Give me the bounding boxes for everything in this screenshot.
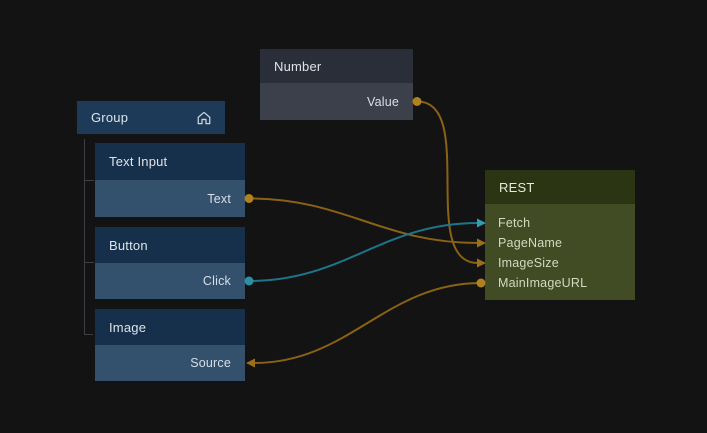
node-button[interactable]: Button Click	[95, 227, 245, 299]
port-source-label: Source	[190, 356, 231, 370]
wire-port-click-to-port-fetch[interactable]	[248, 222, 479, 282]
group-child-tick-image	[85, 334, 93, 335]
group-child-tick-button	[85, 262, 94, 263]
node-button-header[interactable]: Button	[95, 227, 245, 263]
node-group[interactable]: Group	[77, 101, 225, 134]
node-image-header[interactable]: Image	[95, 309, 245, 345]
port-imagesize[interactable]: ImageSize	[485, 253, 635, 273]
port-mainimageurl-label: MainImageURL	[498, 276, 588, 290]
node-number-header[interactable]: Number	[260, 49, 413, 83]
node-rest-title: REST	[499, 179, 535, 195]
port-source[interactable]: Source	[95, 345, 245, 381]
node-rest[interactable]: REST Fetch PageName ImageSize MainImageU…	[485, 170, 635, 300]
port-value[interactable]: Value	[260, 83, 413, 120]
node-image-title: Image	[109, 319, 147, 335]
port-click-label: Click	[202, 274, 231, 288]
port-fetch[interactable]: Fetch	[485, 213, 635, 233]
node-button-title: Button	[109, 237, 148, 253]
port-mainimageurl[interactable]: MainImageURL	[485, 273, 635, 293]
input-arrow-port-source	[246, 358, 255, 368]
node-image[interactable]: Image Source	[95, 309, 245, 381]
node-rest-header[interactable]: REST	[485, 170, 635, 204]
port-value-label: Value	[366, 94, 399, 109]
output-dot-port-text[interactable]	[244, 194, 254, 203]
group-child-tick-text-input	[85, 180, 94, 181]
port-click[interactable]: Click	[95, 263, 245, 299]
node-text-input-header[interactable]: Text Input	[95, 143, 245, 180]
group-children-connector-line	[84, 139, 85, 335]
output-dot-port-value[interactable]	[412, 97, 422, 106]
node-rest-body: Fetch PageName ImageSize MainImageURL	[485, 204, 635, 300]
port-imagesize-label: ImageSize	[498, 256, 559, 270]
port-text-label: Text	[207, 191, 231, 206]
port-pagename[interactable]: PageName	[485, 233, 635, 253]
node-text-input[interactable]: Text Input Text	[95, 143, 245, 217]
wire-port-value-to-port-imagesize[interactable]	[416, 100, 479, 264]
port-text[interactable]: Text	[95, 180, 245, 217]
node-group-header[interactable]: Group	[77, 101, 225, 134]
node-group-title: Group	[91, 110, 129, 125]
output-dot-port-click[interactable]	[244, 276, 254, 286]
node-number[interactable]: Number Value	[260, 49, 413, 120]
wire-port-mainimageurl-to-port-source[interactable]	[253, 282, 482, 364]
port-fetch-label: Fetch	[498, 216, 531, 230]
node-number-title: Number	[274, 58, 322, 74]
wire-port-text-to-port-pagename[interactable]	[248, 197, 479, 244]
home-icon	[195, 109, 213, 127]
node-text-input-title: Text Input	[109, 154, 168, 169]
port-pagename-label: PageName	[498, 236, 563, 250]
